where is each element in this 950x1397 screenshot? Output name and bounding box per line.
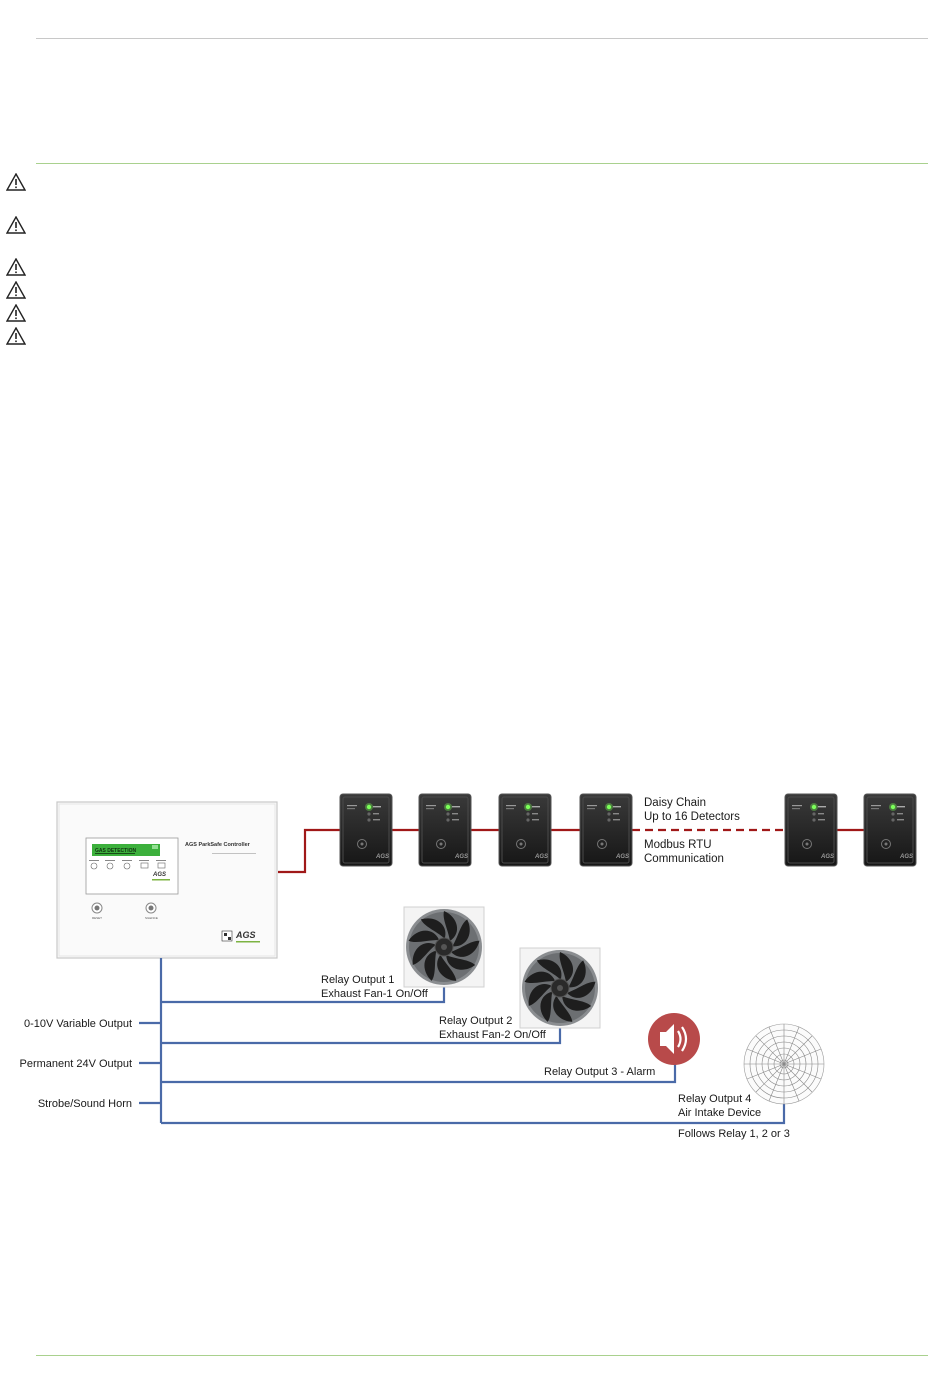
variable-output-label: 0-10V Variable Output: [24, 1018, 132, 1030]
gas-detector: [498, 793, 552, 867]
output-wiring: [139, 958, 786, 1125]
relay4-note: Follows Relay 1, 2 or 3: [678, 1128, 790, 1140]
warning-triangle-icon: [6, 173, 26, 191]
communication-label: Communication: [644, 853, 724, 865]
warning-triangle-icon: [6, 258, 26, 276]
permanent-24v-label: Permanent 24V Output: [19, 1058, 132, 1070]
reset-label: RESET: [92, 916, 102, 920]
controller-panel: GAS DETECTION AGS AGS ParkSafe Controlle…: [56, 801, 278, 959]
relay1-label: Relay Output 1: [321, 974, 394, 986]
warning-triangle-icon: [6, 327, 26, 345]
controller-logo: AGS: [235, 930, 256, 940]
silence-label: SILENCE: [145, 916, 158, 920]
wiring-diagram: AGS: [19, 793, 917, 1140]
warning-triangle-icon: [6, 281, 26, 299]
modbus-label: Modbus RTU: [644, 839, 712, 851]
relay4-label: Relay Output 4: [678, 1093, 751, 1105]
speaker-alarm-icon: [648, 1013, 700, 1065]
exhaust-fan-1-icon: [404, 907, 484, 987]
controller-brand: AGS: [152, 872, 166, 878]
controller-title: AGS ParkSafe Controller: [185, 842, 251, 848]
lcd-line1: GAS DETECTION: [95, 848, 137, 854]
section-rule: [36, 163, 928, 164]
exhaust-fan-2-icon: [520, 948, 600, 1028]
relay2-desc: Exhaust Fan-2 On/Off: [439, 1029, 547, 1041]
gas-detector: [339, 793, 393, 867]
air-intake-grille-icon: [743, 1023, 825, 1105]
daisy-chain-label: Daisy Chain: [644, 797, 706, 809]
relay3-label: Relay Output 3 - Alarm: [544, 1066, 655, 1078]
warning-triangle-icon: [6, 216, 26, 234]
gas-detector: [418, 793, 472, 867]
gas-detector: [863, 793, 917, 867]
strobe-horn-label: Strobe/Sound Horn: [38, 1098, 132, 1110]
relay4-desc: Air Intake Device: [678, 1107, 761, 1119]
gas-detector: [784, 793, 838, 867]
warning-triangle-icon: [6, 304, 26, 322]
footer-rule: [36, 1355, 928, 1356]
relay2-label: Relay Output 2: [439, 1015, 512, 1027]
daisy-chain-wiring: [278, 828, 864, 874]
detector-limit-label: Up to 16 Detectors: [644, 811, 740, 823]
gas-detector: [579, 793, 633, 867]
header-rule: [36, 38, 928, 39]
relay1-desc: Exhaust Fan-1 On/Off: [321, 988, 429, 1000]
